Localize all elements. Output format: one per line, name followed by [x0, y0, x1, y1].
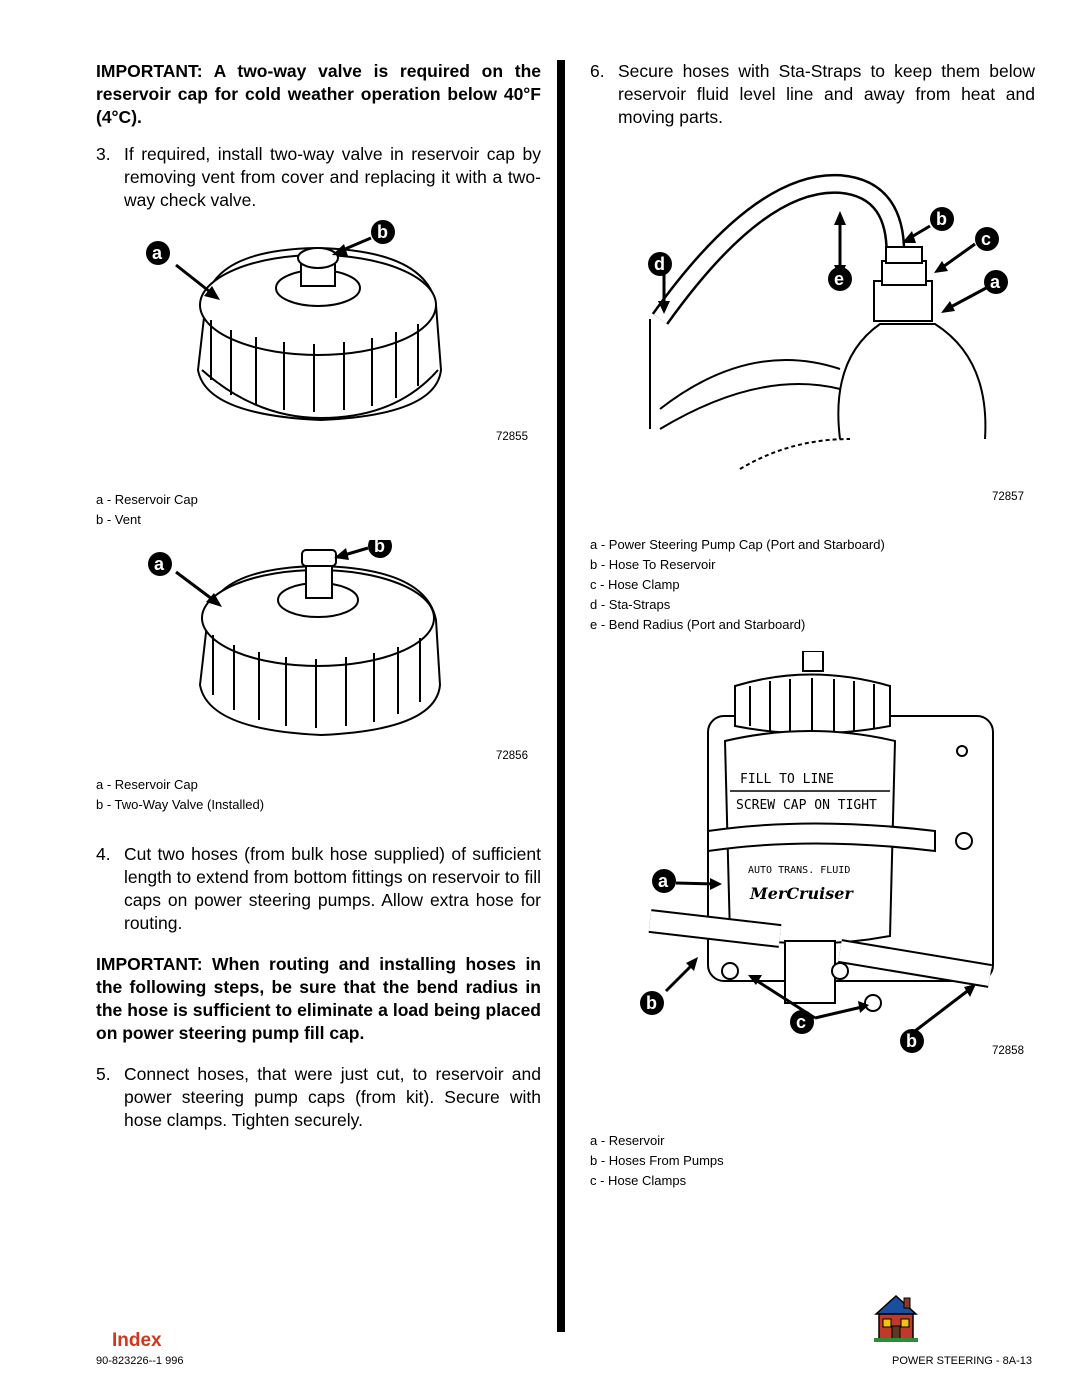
legend-item: c - Hose Clamp	[590, 577, 680, 592]
step-number: 6.	[590, 61, 605, 81]
index-link[interactable]: Index	[112, 1330, 162, 1351]
home-house-icon[interactable]	[870, 1292, 922, 1349]
column-divider	[557, 60, 565, 1332]
step-text: Cut two hoses (from bulk hose supplied) …	[124, 844, 541, 933]
svg-text:b: b	[377, 222, 388, 242]
svg-text:a: a	[658, 871, 669, 891]
callout-b: b	[640, 991, 664, 1015]
legend-item: a - Power Steering Pump Cap (Port and St…	[590, 537, 885, 552]
legend-item: e - Bend Radius (Port and Starboard)	[590, 617, 806, 632]
step-text: If required, install two-way valve in re…	[124, 144, 541, 210]
callout-a: a	[652, 869, 676, 893]
legend-item: b - Two-Way Valve (Installed)	[96, 797, 265, 812]
svg-text:d: d	[654, 254, 665, 274]
reservoir-cap-valve-illustration: a b	[148, 534, 442, 737]
step-text: Connect hoses, that were just cut, to re…	[124, 1064, 541, 1130]
step-number: 3.	[96, 144, 111, 164]
svg-text:a: a	[990, 272, 1001, 292]
document-number: 90-823226--1 996	[96, 1355, 184, 1367]
legend-item: a - Reservoir	[590, 1133, 665, 1148]
figure-hose-routing: b c d e a 72857	[590, 139, 1035, 503]
callout-a: a	[146, 241, 170, 265]
figure-number: 72858	[992, 1045, 1024, 1057]
legend-item: d - Sta-Straps	[590, 597, 671, 612]
svg-text:b: b	[936, 209, 947, 229]
figure-reservoir-cap-vent: a b 72855	[96, 220, 541, 450]
callout-d: d	[648, 252, 672, 276]
screw-cap-label: SCREW CAP ON TIGHT	[736, 798, 877, 813]
legend-item: c - Hose Clamps	[590, 1173, 687, 1188]
callout-a: a	[984, 270, 1008, 294]
step-3: 3. If required, install two-way valve in…	[96, 143, 541, 212]
step-5: 5. Connect hoses, that were just cut, to…	[96, 1063, 541, 1132]
svg-text:b: b	[646, 993, 657, 1013]
svg-text:a: a	[152, 243, 163, 263]
figure-number: 72856	[496, 750, 528, 762]
svg-text:e: e	[834, 269, 844, 289]
callout-b: b	[371, 220, 395, 244]
step-6: 6. Secure hoses with Sta-Straps to keep …	[590, 60, 1035, 129]
figure-legend: a - Reservoir b - Hoses From Pumps c - H…	[590, 1131, 1035, 1191]
figure-number: 72855	[496, 431, 528, 443]
step-number: 4.	[96, 844, 111, 864]
legend-item: a - Reservoir Cap	[96, 492, 198, 507]
callout-c: c	[975, 227, 999, 251]
step-text: Secure hoses with Sta-Straps to keep the…	[618, 61, 1035, 127]
page-label: POWER STEERING - 8A-13	[892, 1355, 1032, 1367]
svg-text:b: b	[374, 540, 385, 556]
callout-b: b	[900, 1029, 924, 1053]
svg-text:a: a	[154, 554, 165, 574]
reservoir-illustration: FILL TO LINE SCREW CAP ON TIGHT AUTO TRA…	[640, 650, 994, 1053]
hose-routing-illustration: b c d e a	[648, 173, 1008, 470]
important-note-bend-radius: IMPORTANT: When routing and installing h…	[96, 954, 541, 1043]
legend-item: b - Hoses From Pumps	[590, 1153, 724, 1168]
brand-label: MerCruiser	[749, 884, 854, 903]
callout-c: c	[790, 1010, 814, 1034]
svg-text:c: c	[796, 1012, 806, 1032]
figure-legend: a - Reservoir Cap b - Vent	[96, 490, 541, 530]
figure-number: 72857	[992, 491, 1024, 503]
step-4: 4. Cut two hoses (from bulk hose supplie…	[96, 843, 541, 935]
svg-text:c: c	[981, 229, 991, 249]
callout-b: b	[368, 534, 392, 558]
figure-legend: a - Power Steering Pump Cap (Port and St…	[590, 535, 1035, 635]
callout-a: a	[148, 552, 172, 576]
legend-item: a - Reservoir Cap	[96, 777, 198, 792]
fluid-label: AUTO TRANS. FLUID	[748, 865, 850, 876]
figure-legend: a - Reservoir Cap b - Two-Way Valve (Ins…	[96, 775, 541, 815]
figure-reservoir: FILL TO LINE SCREW CAP ON TIGHT AUTO TRA…	[590, 650, 1035, 1071]
fill-line-label: FILL TO LINE	[740, 772, 834, 787]
important-note-cold-weather: IMPORTANT: A two-way valve is required o…	[96, 61, 541, 127]
svg-text:b: b	[906, 1031, 917, 1051]
reservoir-cap-vent-illustration: a b	[146, 220, 443, 422]
legend-item: b - Hose To Reservoir	[590, 557, 716, 572]
figure-reservoir-cap-two-way-valve: a b 72856	[96, 534, 541, 765]
legend-item: b - Vent	[96, 512, 141, 527]
callout-b: b	[930, 207, 954, 231]
step-number: 5.	[96, 1064, 111, 1084]
right-column: 6. Secure hoses with Sta-Straps to keep …	[590, 60, 1035, 1191]
left-column: IMPORTANT: A two-way valve is required o…	[96, 60, 541, 1132]
callout-e: e	[828, 267, 852, 291]
